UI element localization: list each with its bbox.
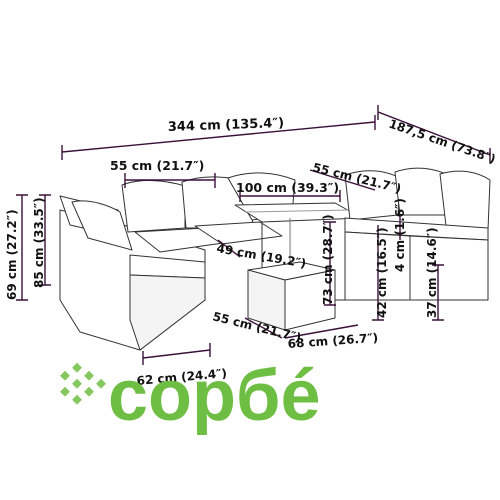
stool-depth-line <box>284 324 359 339</box>
depth-right-line <box>377 105 491 163</box>
armrest-thickness-label: 4 cm (1.6″) <box>393 198 407 272</box>
table-length-label: 100 cm (39.3″) <box>236 180 339 195</box>
seat-width-right-line <box>309 169 376 191</box>
table-width-line <box>217 239 241 258</box>
table-width-label: 49 cm (19.2″) <box>215 241 307 271</box>
stool-side-right <box>284 269 336 331</box>
seat-height-a-label: 42 cm (16.5″) <box>375 227 389 318</box>
stool-depth-label: 68 cm (26.7″) <box>287 331 378 351</box>
left-arm-side <box>129 274 206 351</box>
center-back-cushion-1 <box>121 180 186 233</box>
seat-height-a-line <box>372 225 384 321</box>
backrest-height-label: 69 cm (27.2″) <box>5 209 19 300</box>
seat-width-left-label: 55 cm (21.7″) <box>110 158 204 173</box>
total-width-line <box>61 115 376 160</box>
logo-wordmark: copбé <box>108 356 321 436</box>
stool-width-line <box>244 317 283 339</box>
depth-right-label: 187,5 cm (73.8″) <box>387 117 497 167</box>
brand-logo: copбé <box>60 356 321 436</box>
table-length-line <box>239 190 341 202</box>
right-back-cushion-3 <box>439 170 491 231</box>
left-cushion-2 <box>71 200 133 251</box>
table-glass-edge <box>244 209 351 213</box>
seat-height-b-label: 37 cm (14.6″) <box>425 227 439 318</box>
right-module-side <box>409 235 489 301</box>
logo-weave-icon <box>60 362 106 405</box>
table-height-line <box>324 221 336 306</box>
seat-cushion-2 <box>194 221 283 245</box>
total-height-label: 85 cm (33.5″) <box>32 197 46 288</box>
seat-height-b-line <box>432 264 444 321</box>
total-width-label: 344 cm (135.4″) <box>168 116 285 135</box>
total-height-line <box>39 194 51 286</box>
chaise-depth-line <box>142 343 211 365</box>
seat-width-left-line <box>124 173 216 188</box>
dimension-lines <box>16 105 491 365</box>
backrest-height-line <box>16 194 28 301</box>
right-back-cushion-1 <box>344 170 401 221</box>
table-height-label: 73 cm (28.7″) <box>321 214 335 305</box>
